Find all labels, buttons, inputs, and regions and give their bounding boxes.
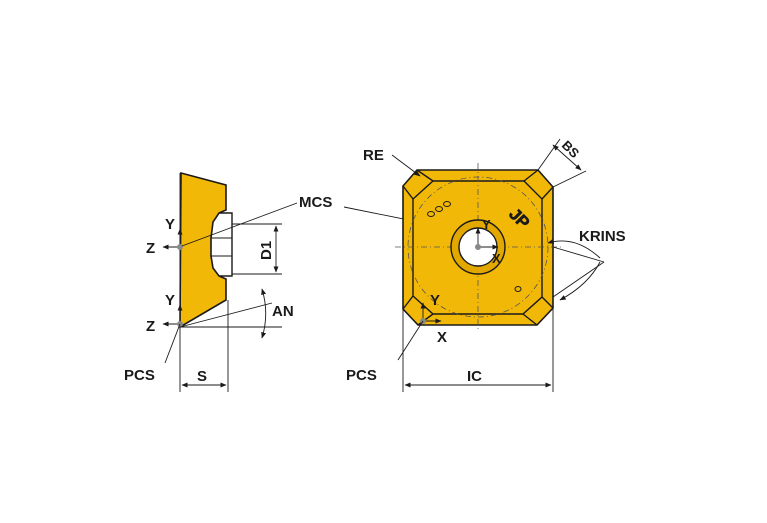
mcs-origin-side bbox=[177, 244, 183, 250]
an-dimension: AN bbox=[179, 288, 294, 339]
z-label-pcs-side: Z bbox=[146, 318, 155, 335]
y-label-pcs-side: Y bbox=[165, 292, 175, 309]
ic-label: IC bbox=[467, 368, 482, 385]
mcs-axes-top: Y X bbox=[475, 217, 501, 266]
bs-dimension: BS bbox=[537, 138, 587, 188]
mcs-origin-top bbox=[475, 244, 481, 250]
an-label: AN bbox=[272, 303, 294, 320]
x-label-mcs-top: X bbox=[492, 251, 501, 266]
pcs-label-side: PCS bbox=[124, 367, 155, 384]
side-view-body bbox=[179, 171, 227, 329]
side-view-bore-step bbox=[219, 212, 233, 277]
d1-label: D1 bbox=[258, 241, 275, 260]
pcs-axes-side: Y Z bbox=[146, 292, 183, 335]
z-label-mcs-side: Z bbox=[146, 240, 155, 257]
s-dimension: S bbox=[179, 300, 229, 392]
y-label-mcs-top: Y bbox=[482, 217, 491, 232]
ic-dimension: IC bbox=[402, 308, 554, 392]
krins-dimension: KRINS bbox=[547, 228, 626, 301]
krins-label: KRINS bbox=[579, 228, 626, 245]
side-view: Y Z Y Z PCS S D1 bbox=[124, 171, 294, 392]
pcs-leader-top bbox=[397, 320, 424, 361]
pcs-leader-side bbox=[164, 323, 181, 364]
d1-dimension: D1 bbox=[232, 223, 282, 275]
pcs-axes-top: Y X bbox=[420, 292, 447, 346]
chipbreaker-dots bbox=[427, 201, 522, 292]
pcs-label-top: PCS bbox=[346, 367, 377, 384]
mcs-axes-side: Y Z bbox=[146, 216, 183, 257]
s-label: S bbox=[197, 368, 207, 385]
top-view: JP Y X Y X PCS RE BS bbox=[346, 138, 626, 392]
re-callout: RE bbox=[363, 147, 421, 177]
y-label-pcs-top: Y bbox=[430, 292, 440, 309]
mcs-label: MCS bbox=[299, 194, 332, 211]
re-label: RE bbox=[363, 147, 384, 164]
y-label-mcs-side: Y bbox=[165, 216, 175, 233]
bs-label: BS bbox=[559, 138, 583, 162]
x-label-pcs-top: X bbox=[437, 329, 447, 346]
